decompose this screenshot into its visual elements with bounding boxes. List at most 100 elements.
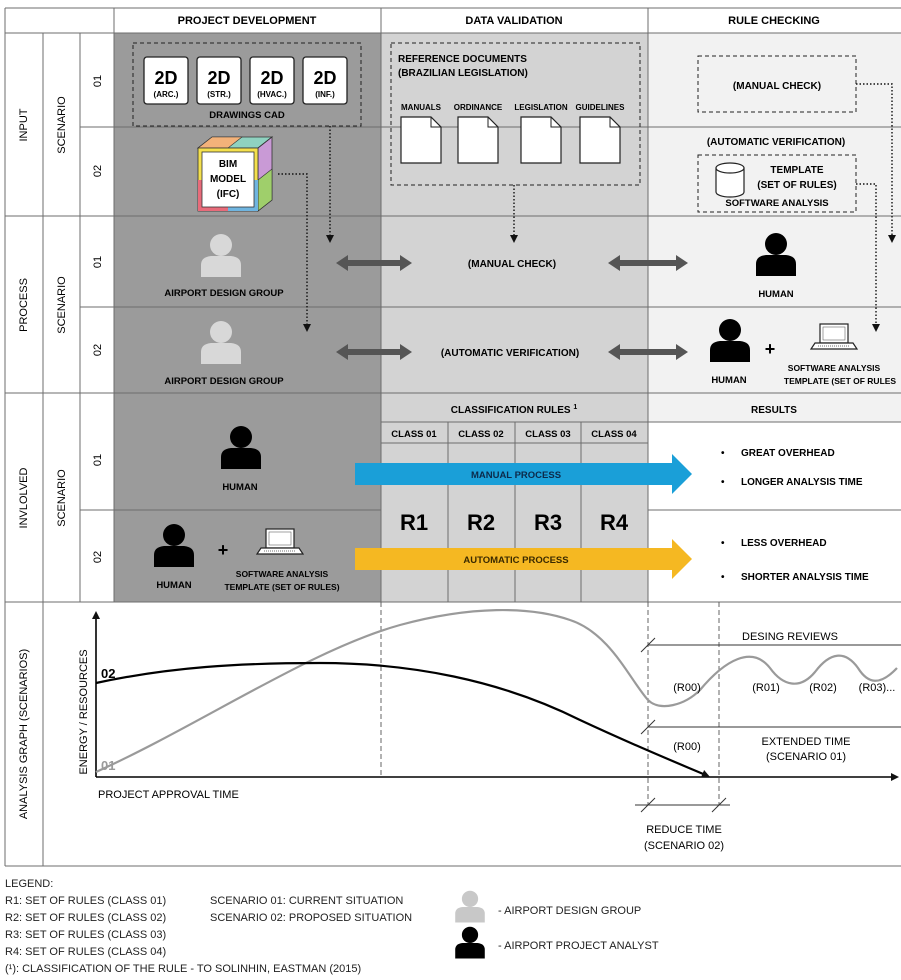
curve-scenario-02 xyxy=(95,661,710,778)
process-automatic-verification-label: (AUTOMATIC VERIFICATION) xyxy=(441,348,579,359)
result-item: LONGER ANALYSIS TIME xyxy=(741,477,863,488)
reference-documents-title: REFERENCE DOCUMENTS xyxy=(398,54,527,65)
graph-x-axis-label: PROJECT APPROVAL TIME xyxy=(98,789,239,801)
row-label-analysis-graph: ANALYSIS GRAPH (SCENARIOS) xyxy=(18,649,30,819)
results-header: RESULTS xyxy=(751,405,797,416)
reduce-time-label: REDUCE TIME xyxy=(646,824,722,836)
scenario-label-input: SCENARIO xyxy=(56,96,68,154)
header-project-development: PROJECT DEVELOPMENT xyxy=(178,15,317,27)
result-item: LESS OVERHEAD xyxy=(741,538,827,549)
workflow-diagram: PROJECT DEVELOPMENT DATA VALIDATION RULE… xyxy=(4,7,901,867)
legend-rule-r1: R1: SET OF RULES (CLASS 01) xyxy=(5,895,167,907)
document-icon xyxy=(457,116,499,164)
header-rule-checking: RULE CHECKING xyxy=(728,15,820,27)
svg-text:MODEL: MODEL xyxy=(210,174,246,185)
automatic-process-label: AUTOMATIC PROCESS xyxy=(463,555,568,566)
legend-design-group: - AIRPORT DESIGN GROUP xyxy=(498,905,642,917)
drawings-cad-label: DRAWINGS CAD xyxy=(209,110,285,121)
human-label: HUMAN xyxy=(156,580,191,591)
plus-sign: + xyxy=(765,339,776,359)
legend-scenario-01: SCENARIO 01: CURRENT SITUATION xyxy=(210,895,404,907)
manual-process-label: MANUAL PROCESS xyxy=(471,470,561,481)
double-arrow xyxy=(336,255,688,360)
software-analysis-label: SOFTWARE ANALYSIS xyxy=(725,198,828,209)
result-item: GREAT OVERHEAD xyxy=(741,448,835,459)
scenario-label-process: SCENARIO xyxy=(56,276,68,334)
template-set-of-rules-label: TEMPLATE (SET OF RULES xyxy=(784,376,897,386)
bullet: • xyxy=(721,538,725,549)
reference-documents-subtitle: (BRAZILIAN LEGISLATION) xyxy=(398,68,528,79)
review-r00: (R00) xyxy=(673,682,701,694)
rule-r3: R3 xyxy=(534,510,562,535)
bullet: • xyxy=(721,477,725,488)
legend-title: LEGEND: xyxy=(5,878,54,890)
review-r01: (R01) xyxy=(752,682,780,694)
bullet: • xyxy=(721,572,725,583)
human-label: HUMAN xyxy=(222,482,257,493)
time-brackets xyxy=(635,637,901,813)
graph-dashed-guides xyxy=(380,602,720,805)
graph-axes xyxy=(92,611,899,781)
drawing-2d-arc: 2D (ARC.) xyxy=(143,56,189,105)
airport-design-group-legend-icon xyxy=(455,890,485,923)
svg-text:(INF.): (INF.) xyxy=(315,90,335,99)
review-r03: (R03)... xyxy=(859,682,896,694)
automatic-verification-label: (AUTOMATIC VERIFICATION) xyxy=(707,137,845,148)
ref-doc-label: MANUALS xyxy=(401,103,442,112)
scenario-number: 01 xyxy=(92,75,104,87)
class-01-header: CLASS 01 xyxy=(391,429,437,440)
results-list: • GREAT OVERHEAD • LONGER ANALYSIS TIME … xyxy=(721,448,869,583)
drawings-cad-box xyxy=(132,42,362,127)
bim-model-cube-icon: BIM MODEL (IFC) xyxy=(196,136,274,212)
reference-documents-box xyxy=(390,42,641,186)
legend-project-analyst: - AIRPORT PROJECT ANALYST xyxy=(498,940,659,952)
svg-text:(IFC): (IFC) xyxy=(217,189,240,200)
drawing-2d-str: 2D (STR.) xyxy=(196,56,242,105)
svg-text:(ARC.): (ARC.) xyxy=(154,90,179,99)
svg-text:(STR.): (STR.) xyxy=(207,90,231,99)
scenario-number: 02 xyxy=(92,344,104,356)
automatic-process-arrow xyxy=(355,539,692,579)
manual-check-label: (MANUAL CHECK) xyxy=(733,81,821,92)
ref-doc-label: LEGISLATION xyxy=(514,103,567,112)
legend-scenario-02: SCENARIO 02: PROPOSED SITUATION xyxy=(210,912,413,924)
rule-r4: R4 xyxy=(600,510,629,535)
svg-text:BIM: BIM xyxy=(219,159,237,170)
document-icon xyxy=(579,116,621,164)
row-label-input: INPUT xyxy=(18,108,30,141)
extended-time-label: EXTENDED TIME xyxy=(761,736,850,748)
project-development-panel xyxy=(114,33,381,602)
drawing-2d-inf: 2D (INF.) xyxy=(302,56,348,105)
template-set-of-rules-label: (SET OF RULES) xyxy=(757,180,836,191)
legend-rule-r2: R2: SET OF RULES (CLASS 02) xyxy=(5,912,167,924)
airport-design-group-label: AIRPORT DESIGN GROUP xyxy=(164,288,284,299)
bullet: • xyxy=(721,448,725,459)
scenario-number: 01 xyxy=(92,454,104,466)
reduce-time-scenario-label: (SCENARIO 02) xyxy=(644,840,724,852)
legend: LEGEND: R1: SET OF RULES (CLASS 01) R2: … xyxy=(5,876,895,980)
class-03-header: CLASS 03 xyxy=(525,429,570,440)
curve-label-01: 01 xyxy=(101,758,115,773)
legend-rule-r3: R3: SET OF RULES (CLASS 03) xyxy=(5,929,167,941)
curve-label-02: 02 xyxy=(101,666,115,681)
curve-scenario-01 xyxy=(95,609,898,774)
scenario-number: 02 xyxy=(92,551,104,563)
class-04-header: CLASS 04 xyxy=(591,429,637,440)
scenario-number: 01 xyxy=(92,256,104,268)
row-label-involved: INVLOLVED xyxy=(18,467,30,528)
results-panel xyxy=(648,422,901,602)
rule-r2: R2 xyxy=(467,510,495,535)
classification-rules-header: CLASSIFICATION RULES 1 xyxy=(451,404,578,416)
legend-rule-r4: R4: SET OF RULES (CLASS 04) xyxy=(5,946,167,958)
template-set-of-rules-label: TEMPLATE (SET OF RULES) xyxy=(224,582,339,592)
review-r00-lower: (R00) xyxy=(673,741,701,753)
drawing-2d-hvac: 2D (HVAC.) xyxy=(249,56,295,105)
manual-process-arrow xyxy=(355,454,692,494)
template-label: TEMPLATE xyxy=(770,165,823,176)
svg-text:(HVAC.): (HVAC.) xyxy=(257,90,287,99)
extended-time-scenario-label: (SCENARIO 01) xyxy=(766,751,846,763)
result-item: SHORTER ANALYSIS TIME xyxy=(741,572,869,583)
graph-y-axis-label: ENERGY / RESOURCES xyxy=(78,649,90,774)
document-icon xyxy=(520,116,562,164)
design-reviews-label: DESING REVIEWS xyxy=(742,631,838,643)
